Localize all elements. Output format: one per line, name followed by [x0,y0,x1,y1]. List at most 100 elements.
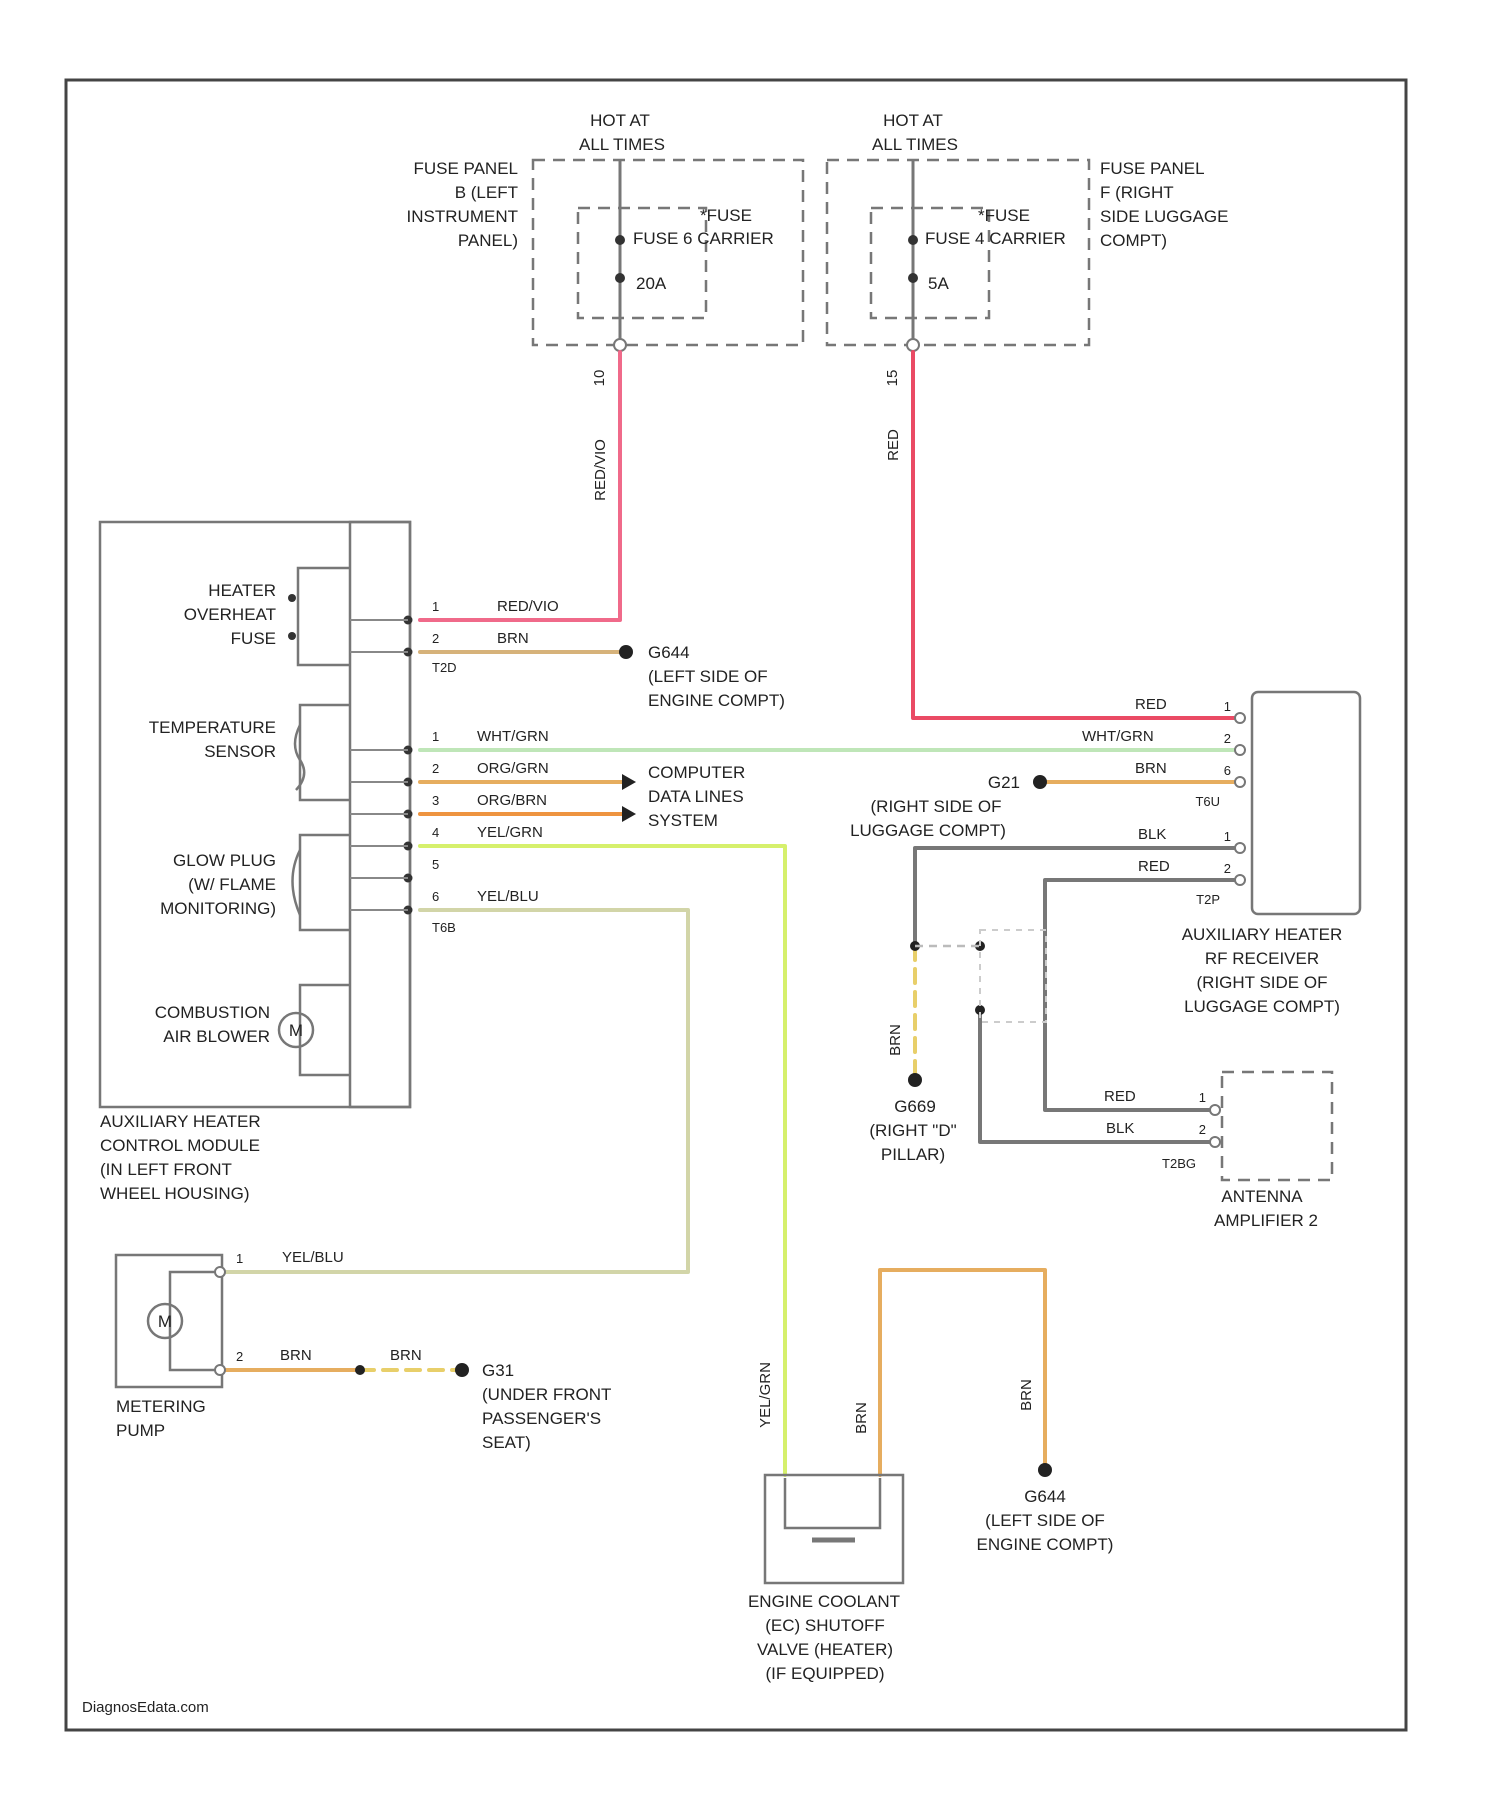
fuse-b-rating: 20A [636,274,667,293]
ground-g31-dot [455,1363,469,1377]
rf-pin-b1 [1235,843,1245,853]
wire-label-valve-1: BRN [853,1402,870,1434]
part-glow-2: (W/ FLAME [188,875,276,894]
part-heater-3: FUSE [231,629,276,648]
pump-pin-1 [215,1267,225,1277]
antenna-amplifier: 1 2 T2BG ANTENNA AMPLIFIER 2 [1162,1072,1332,1230]
wire-label-cm-6: YEL/BLU [477,888,539,905]
wire-label-rf-0: RED [1135,696,1167,713]
cm-name-1: AUXILIARY HEATER [100,1112,261,1131]
cm-name-2: CONTROL MODULE [100,1136,260,1155]
ground-g644-bottom-1: G644 [1024,1487,1066,1506]
wire-yel-blu [220,910,688,1272]
antenna-pin-1 [1210,1105,1220,1115]
hot-label-2a: HOT AT [883,111,943,130]
wire-label-pump-2: BRN [390,1347,422,1364]
part-blower-2: AIR BLOWER [163,1027,270,1046]
wire-label-cm-5: YEL/GRN [477,824,543,841]
ground-g644-bottom-2: (LEFT SIDE OF [985,1511,1105,1530]
rf-name-2: RF RECEIVER [1205,949,1319,968]
fuse-b-label1: *FUSE [700,206,752,225]
antenna-box [1222,1072,1332,1180]
rf-pin-b2 [1235,875,1245,885]
data-lines-3: SYSTEM [648,811,718,830]
wire-label-ant-1: BLK [1106,1120,1134,1137]
data-line-arrow-1 [622,774,636,790]
data-lines-2: DATA LINES [648,787,744,806]
wire-label-supply1-top: 10 [591,370,608,387]
part-heater-1: HEATER [208,581,276,600]
ground-g21: G21 (RIGHT SIDE OF LUGGAGE COMPT) [850,773,1047,840]
valve-name-3: VALVE (HEATER) [757,1640,893,1659]
fuse-b-terminal-bottom [615,273,625,283]
wire-label-cm-2: WHT/GRN [477,728,549,745]
rf-connector-b: T2P [1196,892,1220,907]
ground-g669-1: G669 [894,1097,936,1116]
ground-g21-2: (RIGHT SIDE OF [871,797,1002,816]
rf-pin-label-b1: 1 [1224,829,1231,844]
glow-plug-outline [300,835,350,930]
ground-g644-top-1: G644 [648,643,690,662]
metering-pump-motor-letter: M [158,1312,172,1331]
cm-pin-label-b3: 3 [432,793,439,808]
rf-pin-label-a1: 1 [1224,699,1231,714]
data-lines-1: COMPUTER [648,763,745,782]
fuse-panel-f-box [827,160,1089,345]
wire-brn-valve [880,1270,1045,1475]
wire-label-rf-4: RED [1138,858,1170,875]
rf-pin-label-a6: 6 [1224,763,1231,778]
antenna-connector: T2BG [1162,1156,1196,1171]
metering-pump: M 1 2 METERING PUMP G31 (UNDER FRONT PAS… [116,1251,611,1452]
ground-g21-dot [1033,775,1047,789]
cm-pin-label-a1: 1 [432,599,439,614]
wire-label-rf-1: WHT/GRN [1082,728,1154,745]
air-blower-outline [300,985,350,1075]
ground-g31-2: (UNDER FRONT [482,1385,611,1404]
fuse-f-terminal-top [908,235,918,245]
wire-red [913,352,1240,718]
ground-g644-top-3: ENGINE COMPT) [648,691,785,710]
cm-connector-a: T2D [432,660,457,675]
wire-label-ant-0: RED [1104,1088,1136,1105]
wire-label-valve-0: YEL/GRN [757,1362,774,1428]
panel-f-line1: FUSE PANEL [1100,159,1205,178]
antenna-name-1: ANTENNA [1221,1187,1303,1206]
wire-label-pump-1: BRN [280,1347,312,1364]
pump-splice-dot [355,1365,365,1375]
wire-label-valve-2: BRN [1018,1379,1035,1411]
coolant-valve: ENGINE COOLANT (EC) SHUTOFF VALVE (HEATE… [748,1475,903,1683]
rf-name-4: LUGGAGE COMPT) [1184,997,1340,1016]
part-blower-1: COMBUSTION [155,1003,270,1022]
antenna-name-2: AMPLIFIER 2 [1214,1211,1318,1230]
cm-pin-label-b1: 1 [432,729,439,744]
wire-blk-antenna [980,1010,1215,1142]
cm-pin-label-a2: 2 [432,631,439,646]
valve-name-1: ENGINE COOLANT [748,1592,900,1611]
ground-g644-bottom-3: ENGINE COMPT) [977,1535,1114,1554]
ground-g669-3: PILLAR) [881,1145,945,1164]
ground-g669-dot [908,1073,922,1087]
hot-label-1b: ALL TIMES [579,135,665,154]
fuse-b-output [614,339,626,351]
pump-name-2: PUMP [116,1421,165,1440]
cm-name-3: (IN LEFT FRONT [100,1160,232,1179]
valve-name-2: (EC) SHUTOFF [765,1616,885,1635]
wire-label-cm-0: RED/VIO [497,598,559,615]
antenna-pin-2 [1210,1137,1220,1147]
wire-label-g669: BRN [887,1024,904,1056]
wire-red-vio [420,352,620,620]
panel-b-line4: PANEL) [458,231,518,250]
wire-label-supply1: RED/VIO [592,439,609,501]
fuse-f-output [907,339,919,351]
cm-pin-label-b2: 2 [432,761,439,776]
rf-name-3: (RIGHT SIDE OF [1197,973,1328,992]
data-lines-reference: COMPUTER DATA LINES SYSTEM [622,763,745,830]
antenna-pin-label-2: 2 [1199,1122,1206,1137]
valve-name-4: (IF EQUIPPED) [765,1664,884,1683]
wire-label-cm-3: ORG/GRN [477,760,549,777]
ground-g31-3: PASSENGER'S [482,1409,601,1428]
part-temp-1: TEMPERATURE [149,718,276,737]
fuse-panel-f: HOT AT ALL TIMES FUSE PANEL F (RIGHT SID… [827,111,1228,351]
wire-label-rf-2: BRN [1135,760,1167,777]
wire-label-rf-3: BLK [1138,826,1166,843]
